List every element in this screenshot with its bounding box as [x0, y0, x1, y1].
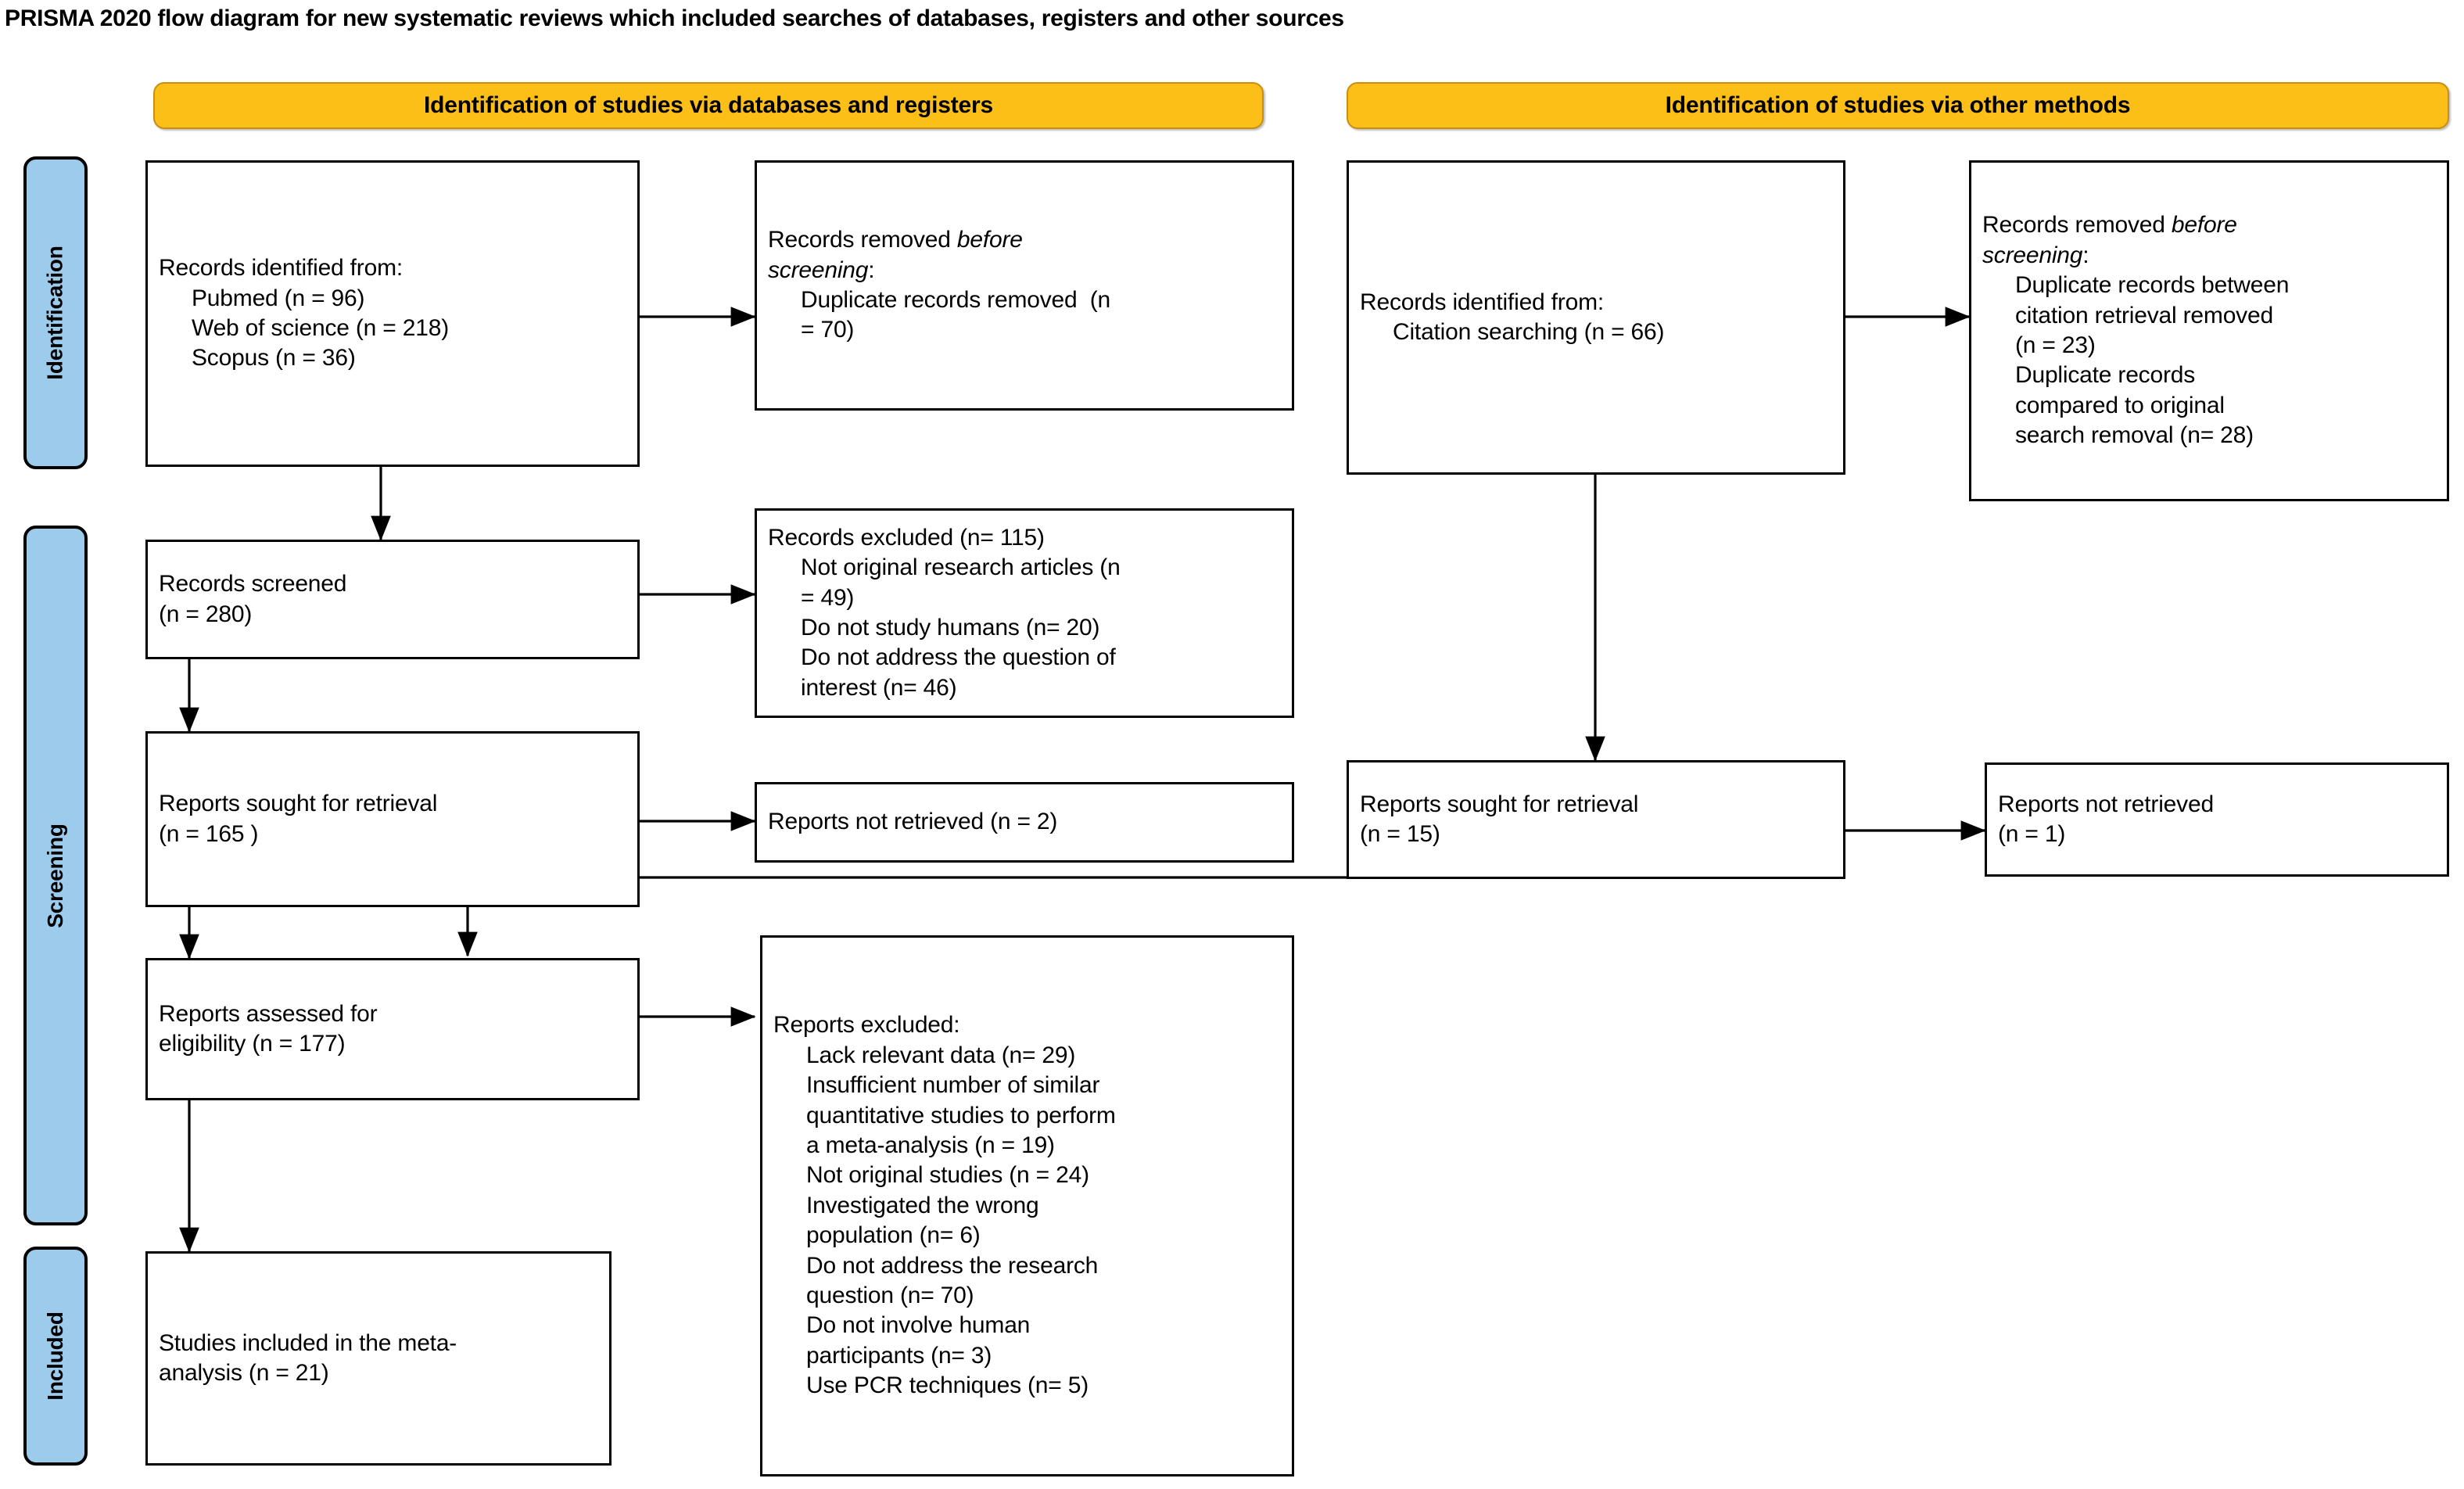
- stage-label-included: Included: [23, 1247, 88, 1466]
- text-line: compared to original: [2015, 392, 2225, 418]
- node-records-identified-other-methods-body: Records identified from: Citation searchi…: [1360, 288, 1832, 348]
- node-records-screened: Records screened (n = 280): [145, 540, 640, 659]
- text-line: Use PCR techniques (n= 5): [806, 1372, 1089, 1399]
- text-line: = 49): [801, 584, 855, 611]
- text-line: Reports assessed for: [159, 1000, 378, 1027]
- text-line: Reports sought for retrieval: [1360, 791, 1639, 817]
- text-line: Duplicate records removed (n: [801, 287, 1111, 313]
- text-line: Reports not retrieved: [1998, 791, 2214, 817]
- node-reports-sought-databases-body: Reports sought for retrieval (n = 165 ): [159, 789, 626, 849]
- text-line: Pubmed (n = 96): [192, 285, 365, 311]
- node-records-removed-before-screening-databases: Records removed before screening: Duplicat…: [755, 160, 1294, 411]
- node-records-identified-databases-body: Records identified from: Pubmed (n = 96) W…: [159, 253, 626, 374]
- text-line: Duplicate records: [2015, 362, 2196, 389]
- node-studies-included-body: Studies included in the meta-analysis (n…: [159, 1329, 598, 1389]
- node-records-removed-before-screening-other-methods: Records removed before screening: Duplicat…: [1969, 160, 2449, 501]
- node-records-identified-other-methods: Records identified from: Citation searchi…: [1347, 160, 1845, 475]
- italic-text: screening: [768, 257, 869, 283]
- column-header-databases: Identification of studies via databases …: [153, 82, 1264, 129]
- node-reports-excluded-body: Reports excluded: Lack relevant data (n= …: [773, 1010, 1281, 1401]
- page-title: PRISMA 2020 flow diagram for new systema…: [5, 5, 1344, 31]
- text-line: Reports excluded:: [773, 1012, 960, 1039]
- node-records-screened-body: Records screened (n = 280): [159, 569, 626, 630]
- text-line: Scopus (n = 36): [192, 345, 356, 371]
- text-line: Records identified from:: [159, 255, 403, 282]
- text-line: screening:: [1982, 242, 2089, 268]
- text-line: question (n= 70): [806, 1282, 974, 1308]
- text-line: eligibility (n = 177): [159, 1031, 346, 1057]
- text-line: (n = 165 ): [159, 820, 259, 847]
- column-header-other-methods-label: Identification of studies via other meth…: [1665, 92, 2131, 118]
- node-reports-not-retrieved-other-methods: Reports not retrieved (n = 1): [1985, 762, 2449, 877]
- text-line: Do not involve human: [806, 1312, 1031, 1339]
- text-line: Reports not retrieved (n = 2): [768, 809, 1058, 835]
- text-line: Lack relevant data (n= 29): [806, 1042, 1076, 1068]
- text-line: Investigated the wrong: [806, 1192, 1039, 1218]
- node-reports-not-retrieved-other-methods-body: Reports not retrieved (n = 1): [1998, 790, 2436, 850]
- column-header-databases-label: Identification of studies via databases …: [424, 92, 993, 118]
- text-line: Reports sought for retrieval: [159, 791, 438, 817]
- text-line: Citation searching (n = 66): [1393, 319, 1665, 345]
- node-records-identified-databases: Records identified from: Pubmed (n = 96) W…: [145, 160, 640, 467]
- text-line: Records removed before: [768, 227, 1023, 253]
- node-records-excluded-body: Records excluded (n= 115) Not original re…: [768, 523, 1281, 703]
- node-reports-assessed-for-eligibility-body: Reports assessed for eligibility (n = 177…: [159, 999, 626, 1060]
- node-records-removed-before-screening-other-methods-body: Records removed before screening: Duplicat…: [1982, 210, 2436, 450]
- node-reports-sought-other-methods-body: Reports sought for retrieval (n = 15): [1360, 790, 1832, 850]
- text-line: population (n= 6): [806, 1222, 981, 1249]
- text-line: Records screened: [159, 571, 347, 597]
- text-line: participants (n= 3): [806, 1342, 992, 1369]
- text-line: Not original research articles (n: [801, 554, 1121, 581]
- text-line: Not original studies (n = 24): [806, 1162, 1089, 1189]
- text-line: screening:: [768, 257, 875, 283]
- node-reports-not-retrieved-databases: Reports not retrieved (n = 2): [755, 782, 1294, 863]
- text-line: Insufficient number of similar: [806, 1072, 1100, 1099]
- text-line: quantitative studies to perform: [806, 1102, 1116, 1128]
- text-line: Web of science (n = 218): [192, 315, 449, 341]
- text-line: (n = 23): [2015, 332, 2096, 358]
- text-line: a meta-analysis (n = 19): [806, 1132, 1055, 1159]
- node-reports-not-retrieved-databases-body: Reports not retrieved (n = 2): [768, 807, 1281, 837]
- text-line: Records identified from:: [1360, 289, 1605, 315]
- text-line: (n = 1): [1998, 821, 2066, 847]
- italic-text: screening: [1982, 242, 2083, 268]
- text-line: Records excluded (n= 115): [768, 524, 1045, 551]
- text-line: search removal (n= 28): [2015, 422, 2254, 449]
- column-header-other-methods: Identification of studies via other meth…: [1347, 82, 2449, 129]
- italic-text: before: [2171, 212, 2237, 239]
- text-line: citation retrieval removed: [2015, 302, 2273, 328]
- text-line: Do not address the research: [806, 1252, 1099, 1279]
- node-reports-sought-databases: Reports sought for retrieval (n = 165 ): [145, 731, 640, 907]
- text-line: Duplicate records between: [2015, 272, 2290, 299]
- node-records-excluded: Records excluded (n= 115) Not original re…: [755, 508, 1294, 718]
- text-line: Do not address the question of: [801, 644, 1116, 671]
- stage-label-screening: Screening: [23, 526, 88, 1225]
- italic-text: before: [956, 227, 1023, 253]
- node-reports-assessed-for-eligibility: Reports assessed for eligibility (n = 177…: [145, 958, 640, 1100]
- node-reports-excluded: Reports excluded: Lack relevant data (n= …: [760, 935, 1294, 1476]
- stage-label-screening-text: Screening: [43, 823, 67, 928]
- stage-label-identification: Identification: [23, 156, 88, 469]
- text-line: = 70): [801, 317, 855, 343]
- text-line: interest (n= 46): [801, 674, 957, 701]
- stage-label-included-text: Included: [43, 1311, 67, 1401]
- text-line: analysis (n = 21): [159, 1360, 329, 1386]
- text-line: Do not study humans (n= 20): [801, 615, 1100, 640]
- text-line: (n = 15): [1360, 821, 1440, 847]
- text-line: Studies included in the meta-: [159, 1329, 457, 1356]
- node-reports-sought-other-methods: Reports sought for retrieval (n = 15): [1347, 760, 1845, 879]
- node-records-removed-before-screening-databases-body: Records removed before screening: Duplicat…: [768, 225, 1281, 346]
- stage-label-identification-text: Identification: [43, 246, 68, 380]
- text-line: (n = 280): [159, 601, 253, 627]
- node-studies-included: Studies included in the meta-analysis (n…: [145, 1251, 612, 1466]
- text-line: Records removed before: [1982, 212, 2237, 239]
